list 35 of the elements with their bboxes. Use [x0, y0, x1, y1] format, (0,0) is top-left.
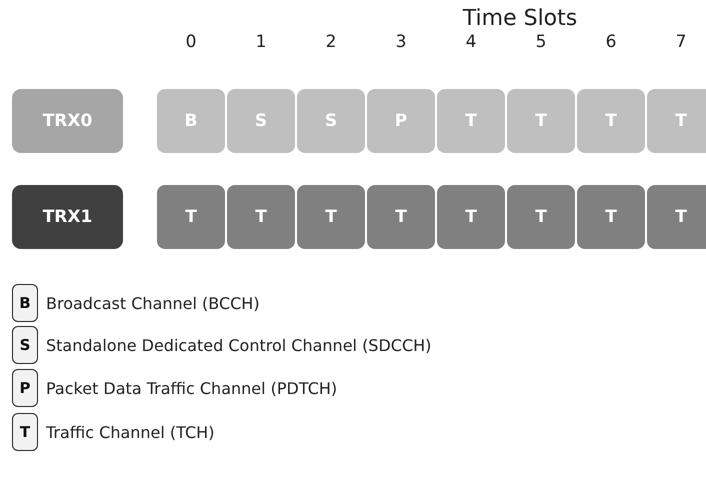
transceiver-box: TRX1 — [11, 184, 124, 250]
legend-key: T — [12, 413, 38, 451]
transceiver-box: TRX0 — [11, 88, 124, 154]
legend-key: P — [12, 369, 38, 407]
legend-text: Traffic Channel (TCH) — [46, 422, 214, 444]
slot-number: 0 — [184, 31, 198, 54]
time-slot: S — [296, 88, 366, 154]
time-slot: T — [296, 184, 366, 250]
slot-number: 5 — [534, 31, 548, 54]
slot-number: 4 — [464, 31, 478, 54]
time-slot: T — [646, 184, 706, 250]
slot-number: 2 — [324, 31, 338, 54]
time-slot: T — [436, 88, 506, 154]
legend-key: S — [12, 326, 38, 364]
time-slot: T — [436, 184, 506, 250]
time-slot: P — [366, 88, 436, 154]
slot-number: 7 — [674, 31, 688, 54]
time-slot: T — [576, 184, 646, 250]
time-slot: S — [226, 88, 296, 154]
legend-text: Broadcast Channel (BCCH) — [46, 292, 260, 314]
time-slot: T — [506, 88, 576, 154]
time-slot: T — [226, 184, 296, 250]
slot-number: 3 — [394, 31, 408, 54]
time-slot: T — [576, 88, 646, 154]
slot-number: 6 — [604, 31, 618, 54]
legend-text: Standalone Dedicated Control Channel (SDCCH) — [46, 334, 432, 356]
time-slot: T — [506, 184, 576, 250]
legend-key: B — [12, 284, 38, 322]
slot-number: 1 — [254, 31, 268, 54]
time-slot: T — [156, 184, 226, 250]
time-slot: T — [646, 88, 706, 154]
time-slot: B — [156, 88, 226, 154]
title: Time Slots — [462, 4, 578, 32]
time-slot: T — [366, 184, 436, 250]
legend-text: Packet Data Traffic Channel (PDTCH) — [46, 378, 338, 400]
